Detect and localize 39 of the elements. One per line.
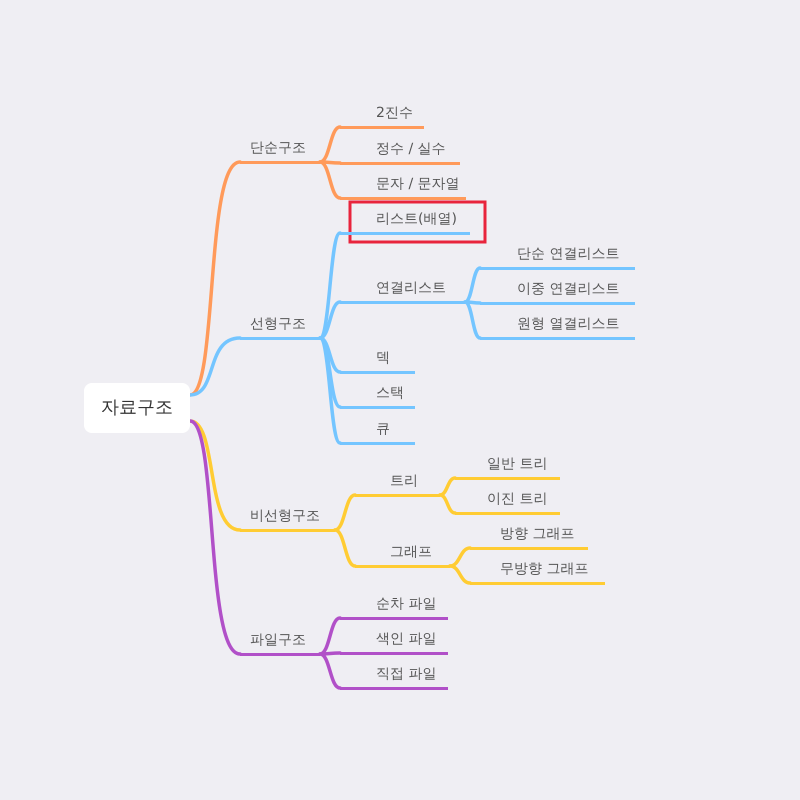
- topic-label: 비선형구조: [240, 506, 335, 532]
- topic-label: 트리: [355, 471, 440, 496]
- branch-line: [318, 300, 342, 340]
- topic-label: 순차 파일: [340, 594, 448, 620]
- branch-line: [318, 652, 342, 690]
- topic-label: 무방향 그래프: [470, 559, 605, 584]
- branch-line: [188, 336, 242, 397]
- topic-label: 이진 트리: [455, 489, 560, 514]
- branch-line: [438, 476, 457, 497]
- branch-line: [438, 493, 457, 515]
- branch-line: [318, 651, 342, 656]
- topic-label: 직접 파일: [340, 664, 448, 690]
- topic-label: 이중 연결리스트: [480, 279, 635, 304]
- topic-label: 리스트(배열): [340, 209, 470, 234]
- topic-label: 선형구조: [240, 314, 320, 340]
- branch-line: [463, 300, 482, 340]
- root-box: 자료구조: [84, 383, 190, 433]
- branch-line: [448, 564, 472, 585]
- topic-label: 2진수: [340, 103, 424, 128]
- topic-label: 단순 연결리스트: [480, 244, 635, 270]
- topic-label: 색인 파일: [340, 629, 448, 654]
- topic-label: 큐: [340, 419, 415, 444]
- topic-label: 문자 / 문자열: [340, 174, 466, 200]
- topic-label: 연결리스트: [340, 278, 465, 304]
- topic-label: 단순구조: [240, 138, 320, 164]
- branch-line: [333, 528, 357, 568]
- topic-label: 방향 그래프: [470, 524, 588, 550]
- branch-line: [318, 336, 342, 445]
- topic-label: 일반 트리: [455, 454, 560, 480]
- branch-line: [448, 546, 472, 568]
- topic-label: 원형 열결리스트: [480, 314, 635, 340]
- topic-label: 스택: [340, 383, 415, 408]
- branch-line: [318, 160, 342, 200]
- branch-line: [188, 419, 242, 656]
- topic-label: 정수 / 실수: [340, 139, 460, 164]
- branch-line: [333, 493, 357, 532]
- topic-label: 덱: [340, 348, 415, 374]
- topic-label: 파일구조: [240, 630, 320, 656]
- topic-label: 그래프: [355, 542, 450, 568]
